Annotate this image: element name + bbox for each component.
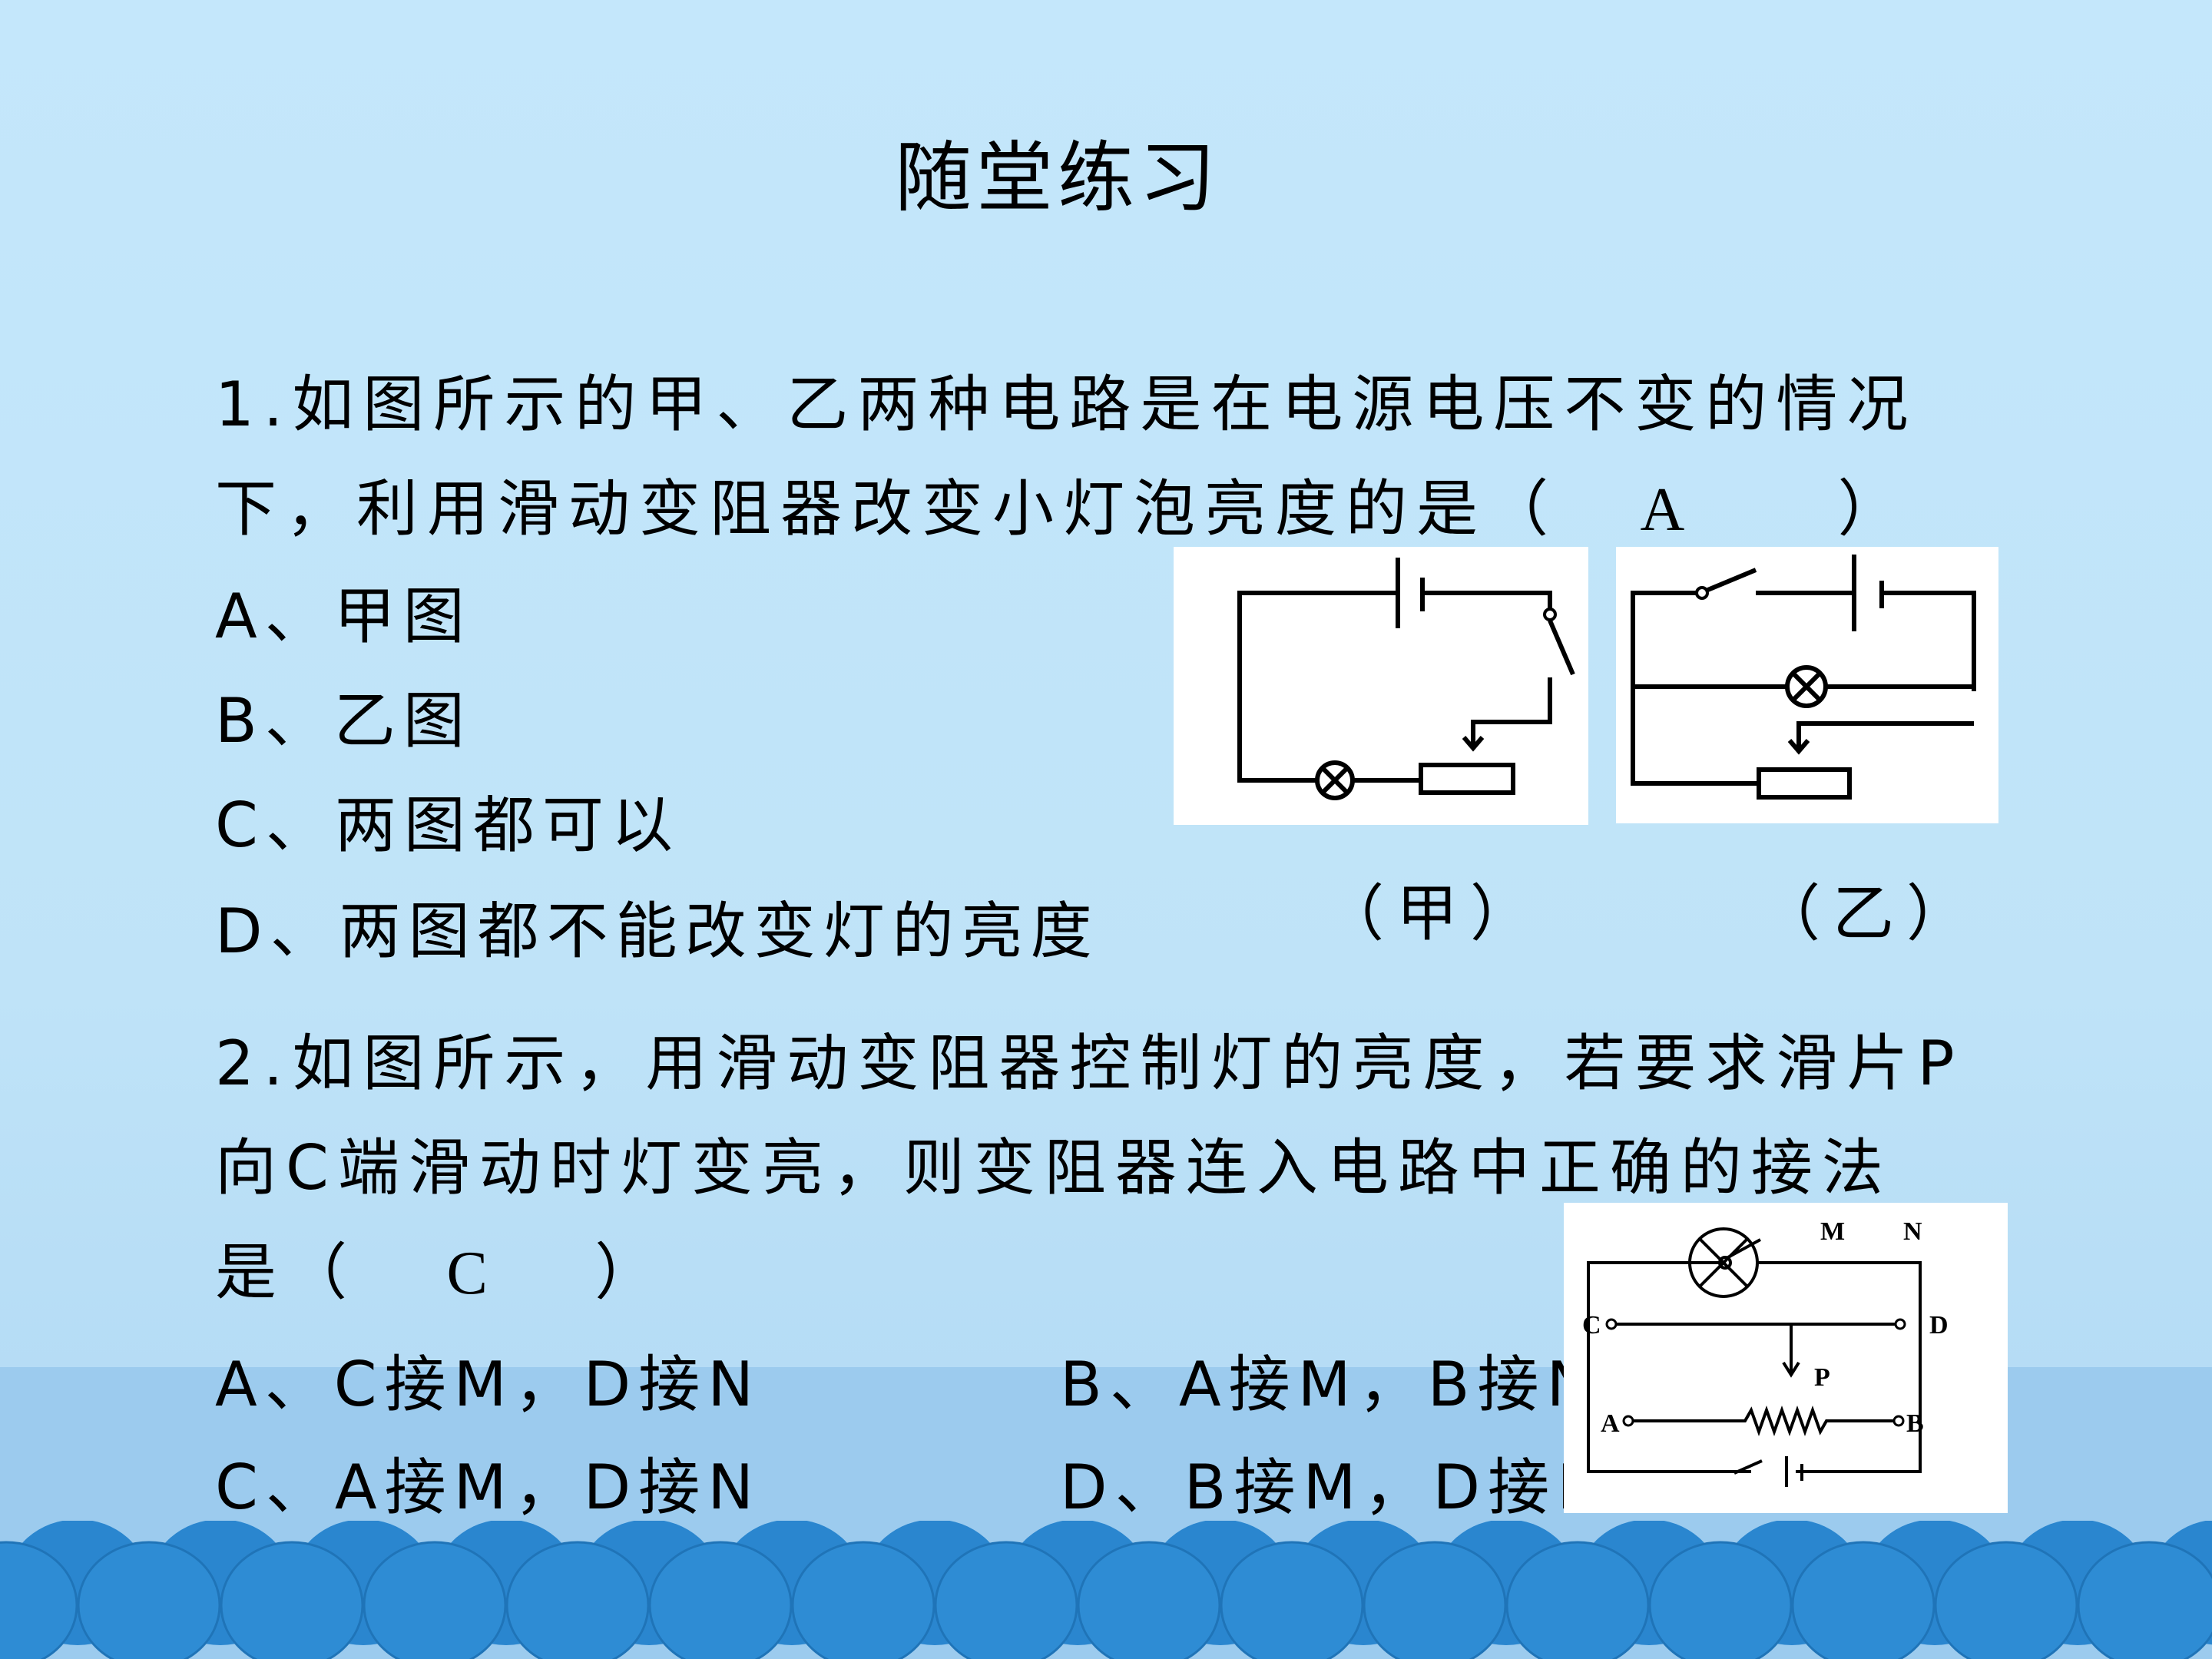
- q1-option-b: B、乙图: [215, 685, 472, 757]
- q2-line2: 向C端滑动时灯变亮，则变阻器连入电路中正确的接法: [215, 1132, 1892, 1204]
- circuit-figure-yi: [1616, 547, 1998, 823]
- q2-line3: 是（ C ）: [215, 1223, 665, 1312]
- q1-option-d: D、两图都不能改变灯的亮度: [215, 896, 1100, 967]
- label-b: B: [1906, 1409, 1924, 1438]
- q2-option-b: B、A接M，B接N: [1060, 1349, 1601, 1420]
- q1-option-a: A、甲图: [215, 581, 472, 652]
- q2-option-a: A、C接M，D接N: [215, 1349, 762, 1420]
- label-c: C: [1582, 1311, 1601, 1339]
- q1-line2-close: ）: [1837, 473, 1909, 545]
- circuit-figure-jia: [1174, 547, 1588, 825]
- q2-answer: C: [446, 1240, 497, 1307]
- q1-option-c: C、两图都可以: [215, 790, 680, 861]
- q1-line2: 下，利用滑动变阻器改变小灯泡亮度的是（ A ）: [215, 459, 1909, 548]
- label-p: P: [1814, 1363, 1830, 1392]
- wave-decoration: [0, 1521, 2212, 1659]
- q1-line2-text: 下，利用滑动变阻器改变小灯泡亮度的是（: [215, 473, 1558, 545]
- q2-line3-text: 是（: [215, 1237, 356, 1308]
- q2-line3-close: ）: [594, 1237, 666, 1308]
- q2-option-c: C、A接M，D接N: [215, 1452, 762, 1523]
- slide-title: 随堂练习: [895, 133, 1220, 223]
- q2-line1: 2.如图所示，用滑动变阻器控制灯的亮度，若要求滑片P: [215, 1028, 1964, 1099]
- q1-answer: A: [1640, 476, 1694, 544]
- caption-jia: （甲）: [1323, 878, 1544, 949]
- label-a: A: [1601, 1409, 1620, 1438]
- label-m: M: [1820, 1217, 1845, 1246]
- caption-yi: （乙）: [1759, 878, 1980, 949]
- label-n: N: [1903, 1217, 1922, 1246]
- label-d: D: [1929, 1311, 1949, 1339]
- q1-line1: 1.如图所示的甲、乙两种电路是在电源电压不变的情况: [215, 369, 1918, 440]
- circuit-figure-q2: M N C D P A B: [1564, 1203, 2008, 1513]
- q2-option-d: D、B接M，D接N: [1060, 1452, 1611, 1523]
